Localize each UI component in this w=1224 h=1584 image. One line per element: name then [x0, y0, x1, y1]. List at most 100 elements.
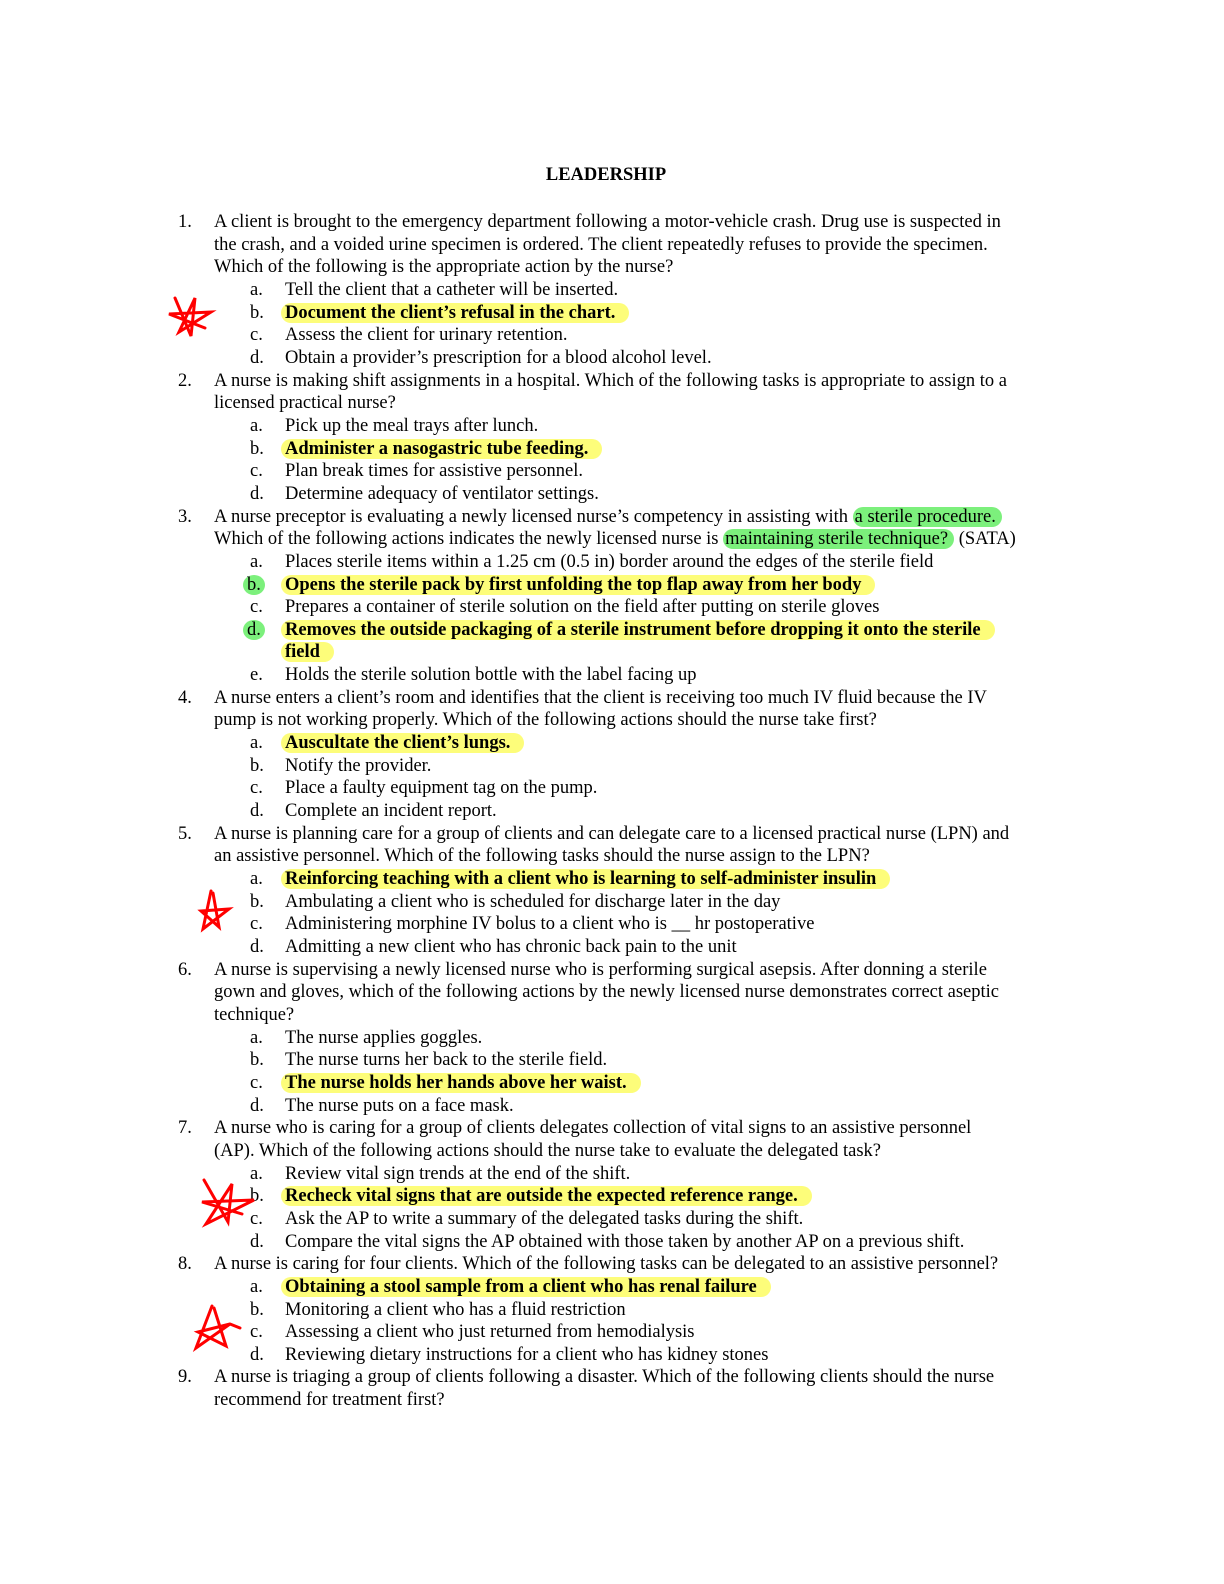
answer-option: a. Review vital sign trends at the end of…	[0, 1163, 1224, 1186]
option-text: field	[281, 641, 334, 664]
option-letter-text: d.	[250, 483, 264, 504]
highlighted-answer: Administer a nasogastric tube feeding.	[281, 438, 603, 459]
answer-option: b. Ambulating a client who is scheduled f…	[0, 891, 1224, 914]
option-text: Complete an incident report.	[285, 800, 497, 823]
option-letter-text: a.	[250, 733, 263, 754]
question-number: 7.	[178, 1118, 192, 1139]
option-letter-text: a.	[250, 869, 263, 890]
option-letter: c.	[250, 324, 263, 347]
option-label: Assess the client for urinary retention.	[285, 325, 568, 346]
option-label: Ask the AP to write a summary of the del…	[285, 1208, 804, 1229]
option-text: Removes the outside packaging of a steri…	[281, 619, 995, 642]
option-letter-text: c.	[250, 914, 263, 935]
red-star-annotation-icon	[201, 1178, 255, 1228]
question-text: technique?	[214, 1004, 295, 1025]
option-letter: d.	[250, 483, 264, 506]
answer-option: d.Reviewing dietary instructions for a c…	[0, 1344, 1224, 1367]
option-text: Document the client’s refusal in the cha…	[281, 302, 630, 325]
question-number: 8.	[178, 1254, 192, 1275]
question-text: gown and gloves, which of the following …	[214, 982, 1000, 1003]
question-text: A nurse is caring for four clients. Whic…	[214, 1254, 999, 1275]
option-text: Admitting a new client who has chronic b…	[285, 936, 737, 959]
answer-option: c.Administering morphine IV bolus to a c…	[0, 913, 1224, 936]
option-letter-text: c.	[250, 778, 263, 799]
option-letter: c.	[250, 596, 263, 619]
option-label: Ambulating a client who is scheduled for…	[285, 891, 781, 912]
option-letter: a.	[250, 732, 263, 755]
answer-option: b. Document the client’s refusal in the c…	[0, 302, 1224, 325]
page-title: LEADERSHIP	[545, 165, 667, 185]
option-letter-text: b.	[250, 755, 264, 776]
option-letter-text: b.	[243, 574, 265, 595]
option-text: Place a faulty equipment tag on the pump…	[285, 777, 597, 800]
question-text: pump is not working properly. Which of t…	[214, 710, 877, 731]
option-letter: a.	[250, 1163, 263, 1186]
option-text: Reviewing dietary instructions for a cli…	[285, 1344, 768, 1367]
option-label: Place a faulty equipment tag on the pump…	[285, 778, 598, 799]
answer-option: field	[0, 641, 1224, 664]
highlighted-answer: Obtaining a stool sample from a client w…	[281, 1276, 771, 1297]
option-letter-text: a.	[250, 1276, 263, 1297]
option-text: The nurse puts on a face mask.	[285, 1095, 514, 1118]
option-letter-text: a.	[250, 1163, 263, 1184]
answer-option: c. Ask the AP to write a summary of the d…	[0, 1208, 1224, 1231]
question-text: recommend for treatment first?	[214, 1390, 445, 1411]
question-text: licensed practical nurse?	[214, 393, 396, 414]
option-letter-text: d.	[250, 1231, 264, 1252]
red-star-annotation-icon	[197, 889, 234, 933]
option-text: Auscultate the client’s lungs.	[281, 732, 525, 755]
option-letter: c.	[250, 1208, 263, 1231]
option-letter-text: b.	[250, 1299, 264, 1320]
question-text: Which of the following is the appropriat…	[214, 257, 674, 278]
option-letter-text: b.	[250, 891, 264, 912]
answer-option: c.Plan break times for assistive personn…	[0, 460, 1224, 483]
option-text: Notify the provider.	[285, 755, 431, 778]
question-line: 5.A nurse is planning care for a group o…	[0, 823, 1224, 846]
question-line: 9.A nurse is triaging a group of clients…	[0, 1366, 1224, 1389]
option-label: Determine adequacy of ventilator setting…	[285, 483, 599, 504]
option-text: Assessing a client who just returned fro…	[285, 1321, 695, 1344]
answer-option: a.Pick up the meal trays after lunch.	[0, 415, 1224, 438]
option-letter: b.	[250, 302, 264, 325]
answer-option: c.Assessing a client who just returned f…	[0, 1321, 1224, 1344]
option-label: Compare the vital signs the AP obtained …	[285, 1231, 965, 1252]
option-label: Complete an incident report.	[285, 801, 497, 822]
question-line: gown and gloves, which of the following …	[0, 981, 1224, 1004]
option-letter-text: a.	[250, 279, 263, 300]
option-letter: d.	[250, 1231, 264, 1254]
option-letter-text: a.	[250, 551, 263, 572]
highlighted-answer: Reinforcing teaching with a client who i…	[281, 869, 891, 890]
question-line: recommend for treatment first?	[0, 1389, 1224, 1412]
option-text: The nurse holds her hands above her wais…	[281, 1072, 641, 1095]
option-text: Holds the sterile solution bottle with t…	[285, 664, 697, 687]
question-text: A nurse is making shift assignments in a…	[214, 370, 1007, 391]
question-line: licensed practical nurse?	[0, 392, 1224, 415]
option-letter-text: d.	[250, 801, 264, 822]
question-line: 7.A nurse who is caring for a group of c…	[0, 1117, 1224, 1140]
question-line: 4.A nurse enters a client’s room and ide…	[0, 687, 1224, 710]
option-label: Places sterile items within a 1.25 cm (0…	[285, 551, 934, 572]
question-text: A nurse preceptor is evaluating a newly …	[214, 506, 1002, 529]
option-text: Opens the sterile pack by first unfoldin…	[281, 574, 876, 597]
answer-option: d. Complete an incident report.	[0, 800, 1224, 823]
question-number: 6.	[178, 959, 192, 980]
answer-option: d. Obtain a provider’s prescription for a…	[0, 347, 1224, 370]
option-label: Notify the provider.	[285, 755, 432, 776]
option-letter-text: d.	[243, 619, 265, 640]
option-letter: b.	[250, 891, 264, 914]
option-text: The nurse turns her back to the sterile …	[285, 1049, 607, 1072]
option-letter: e.	[250, 664, 263, 687]
option-letter-text: a.	[250, 415, 263, 436]
answer-option: d.Admitting a new client who has chronic…	[0, 936, 1224, 959]
option-label: Obtain a provider’s prescription for a b…	[285, 347, 712, 368]
question-text: an assistive personnel. Which of the fol…	[214, 846, 870, 867]
question-text: (AP). Which of the following actions sho…	[214, 1140, 882, 1161]
question-number: 5.	[178, 823, 192, 844]
option-text: Review vital sign trends at the end of t…	[285, 1163, 630, 1186]
green-highlight: a sterile procedure.	[852, 506, 1002, 527]
answer-option: d. Compare the vital signs the AP obtaine…	[0, 1231, 1224, 1254]
option-letter-text: d.	[250, 347, 264, 368]
option-text: Recheck vital signs that are outside the…	[281, 1185, 812, 1208]
answer-option: d. Determine adequacy of ventilator setti…	[0, 483, 1224, 506]
highlighted-answer: Opens the sterile pack by first unfoldin…	[281, 574, 876, 595]
